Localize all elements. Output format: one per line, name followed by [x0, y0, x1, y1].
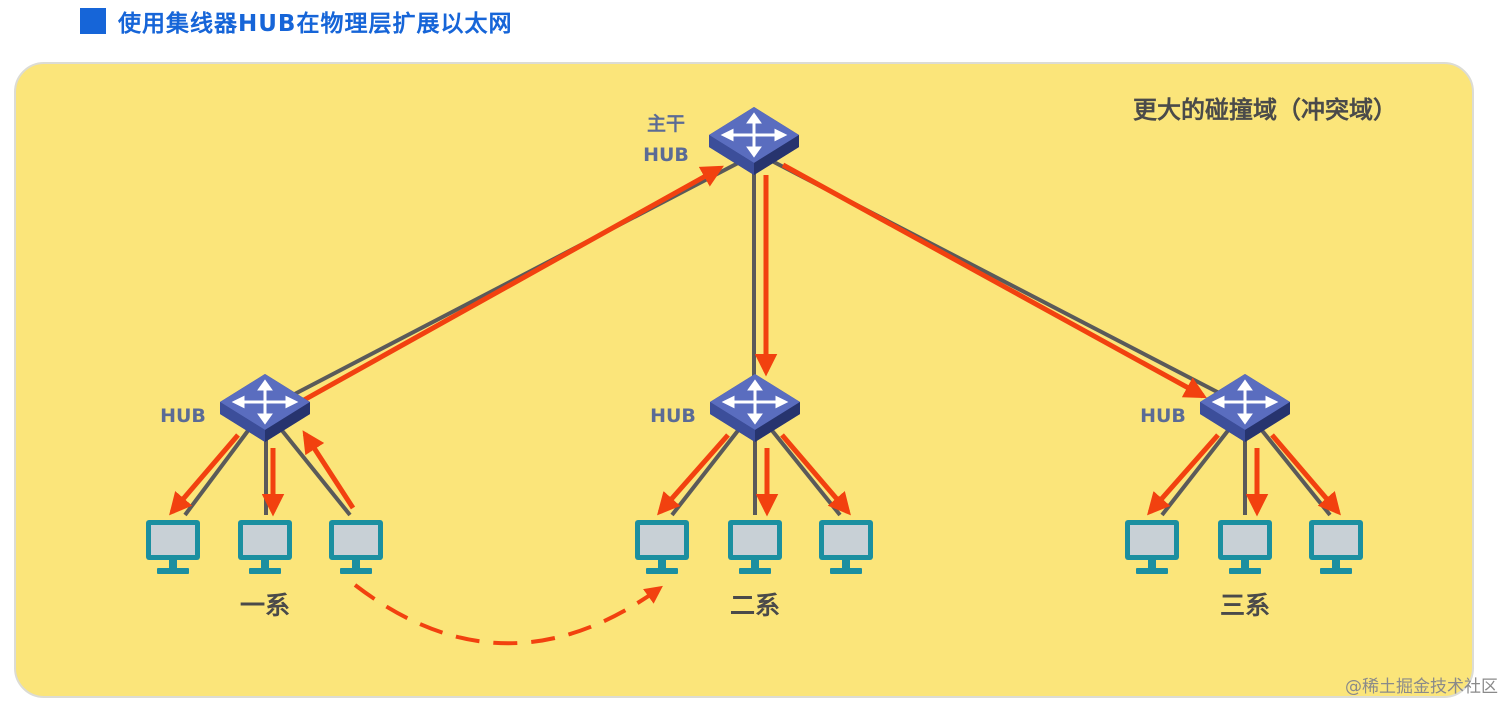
signal-arrow-pc-4: [657, 433, 730, 516]
page-title-bar: 使用集线器HUB在物理层扩展以太网: [80, 6, 513, 37]
signal-arrow-to-hub-3: [781, 162, 1207, 399]
department-label-2: 二系: [730, 591, 780, 620]
signal-arrow-pc-7: [1147, 433, 1220, 516]
signal-arrow-from-pc-3: [302, 430, 356, 510]
computer-icon: [329, 520, 383, 574]
page-title: 使用集线器HUB在物理层扩展以太网: [118, 11, 513, 37]
computer-icon: [1309, 520, 1363, 574]
computer-icon: [1125, 520, 1179, 574]
signal-arrows: [169, 162, 1341, 646]
backbone-links: [286, 158, 1226, 400]
hub-icon-dept-2: [708, 372, 802, 444]
watermark: @稀土掘金技术社区: [1345, 677, 1498, 697]
computer-icon: [728, 520, 782, 574]
department-label-3: 三系: [1220, 591, 1270, 620]
hub-icon-dept-3: [1198, 372, 1292, 444]
title-marker: [80, 8, 106, 34]
computer-icon: [819, 520, 873, 574]
computer-icon: [146, 520, 200, 574]
signal-arrow-pc-6: [780, 433, 851, 516]
hub-label-dept-1: HUB: [160, 405, 206, 427]
backbone-hub-label-line2: HUB: [643, 144, 689, 166]
hub-icon-dept-1: [218, 372, 312, 444]
hub-label-dept-3: HUB: [1140, 405, 1186, 427]
signal-arrow-pc-1: [169, 433, 240, 516]
department-links: [183, 426, 1332, 517]
signal-arrow-pc-9: [1270, 433, 1341, 516]
backbone-hub-label-line1: 主干: [647, 113, 685, 135]
department-label-1: 一系: [240, 591, 290, 620]
computer-icon: [238, 520, 292, 574]
computer-icon: [1218, 520, 1272, 574]
collision-domain-label: 更大的碰撞域（冲突域）: [1133, 96, 1397, 124]
hub-label-dept-2: HUB: [650, 405, 696, 427]
computer-icon: [635, 520, 689, 574]
signal-arrow-up-backbone: [293, 165, 724, 408]
cross-department-dashed-arrow: [353, 583, 663, 646]
